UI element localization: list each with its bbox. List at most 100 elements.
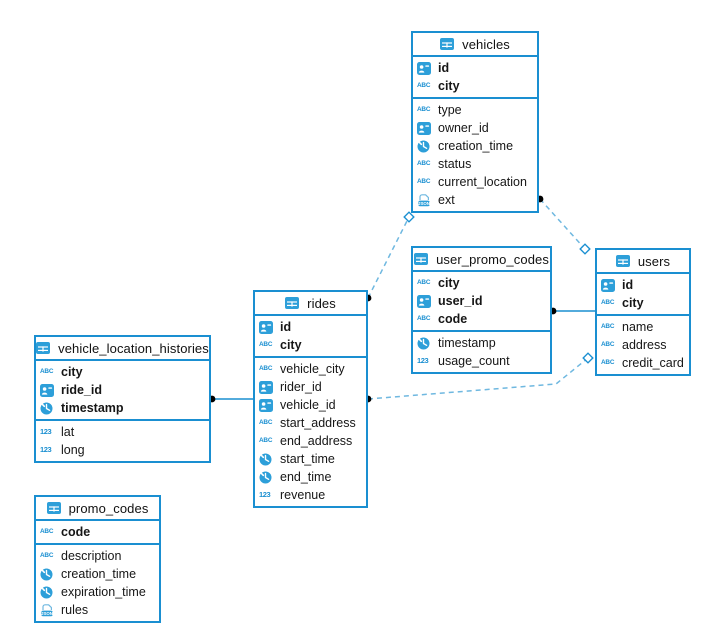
field-name: start_time — [280, 452, 335, 466]
field-name: status — [438, 157, 472, 171]
field-row-lat[interactable]: 123 lat — [36, 423, 209, 441]
table-icon — [440, 38, 457, 50]
relationship-vehicle_location_histories-rides[interactable] — [208, 395, 253, 403]
table-header[interactable]: rides — [255, 292, 366, 316]
field-row-expiration_time[interactable]: expiration_time — [36, 583, 159, 601]
text-type-icon: ABC — [417, 159, 431, 167]
table-icon — [615, 255, 633, 267]
er-table-user_promo_codes[interactable]: user_promo_codes ABC city user_id ABC co… — [411, 246, 552, 374]
er-table-users[interactable]: users id ABC city ABC name ABC address A… — [595, 248, 691, 376]
clock-type-icon — [259, 453, 272, 465]
field-row-current_location[interactable]: ABC current_location — [413, 173, 537, 191]
field-row-rules[interactable]: JSON rules — [36, 601, 159, 619]
relationship-rides-vehicles[interactable] — [364, 211, 415, 302]
field-row-id[interactable]: id — [597, 276, 689, 294]
number-type-icon: 123 — [417, 356, 429, 366]
field-row-creation_time[interactable]: creation_time — [36, 565, 159, 583]
id-badge-icon — [259, 380, 273, 394]
id-badge-icon — [259, 398, 273, 412]
table-header[interactable]: user_promo_codes — [413, 248, 550, 272]
text-type-icon: ABC — [417, 81, 434, 89]
field-row-user_id[interactable]: user_id — [413, 292, 550, 310]
field-row-revenue[interactable]: 123 revenue — [255, 486, 366, 504]
field-row-timestamp[interactable]: timestamp — [413, 334, 550, 352]
er-table-promo_codes[interactable]: promo_codes ABC code ABC description cre… — [34, 495, 161, 623]
number-type-icon: 123 — [40, 445, 52, 455]
field-name: code — [438, 312, 468, 326]
field-row-type[interactable]: ABC type — [413, 101, 537, 119]
text-type-icon: ABC — [601, 298, 618, 306]
text-type-icon: ABC — [417, 315, 434, 322]
id-badge-icon — [417, 294, 431, 308]
field-row-city[interactable]: ABC city — [255, 336, 366, 354]
clock-type-icon — [259, 471, 272, 483]
field-row-end_address[interactable]: ABC end_address — [255, 432, 366, 450]
table-header[interactable]: vehicles — [413, 33, 537, 57]
number-type-icon: 123 — [259, 491, 276, 499]
field-row-usage_count[interactable]: 123 usage_count — [413, 352, 550, 370]
fields-section: ABC type owner_id creation_time ABC stat… — [413, 97, 537, 211]
fields-section: timestamp 123 usage_count — [413, 330, 550, 372]
text-type-icon: ABC — [417, 81, 431, 89]
field-row-vehicle_city[interactable]: ABC vehicle_city — [255, 360, 366, 378]
one-end-diamond — [579, 243, 591, 255]
field-row-rider_id[interactable]: rider_id — [255, 378, 366, 396]
text-type-icon: ABC — [40, 552, 57, 559]
field-row-status[interactable]: ABC status — [413, 155, 537, 173]
number-type-icon: 123 — [259, 490, 271, 500]
field-row-code[interactable]: ABC code — [413, 310, 550, 328]
field-row-credit_card[interactable]: ABC credit_card — [597, 354, 689, 372]
field-row-long[interactable]: 123 long — [36, 441, 209, 459]
field-name: end_time — [280, 470, 332, 484]
relationship-rides-users[interactable] — [364, 352, 594, 403]
table-header[interactable]: users — [597, 250, 689, 274]
field-name: id — [438, 61, 450, 75]
field-row-creation_time[interactable]: creation_time — [413, 137, 537, 155]
field-row-ext[interactable]: JSON ext — [413, 191, 537, 209]
field-name: id — [280, 320, 292, 334]
table-icon — [414, 253, 431, 265]
field-row-address[interactable]: ABC address — [597, 336, 689, 354]
field-row-owner_id[interactable]: owner_id — [413, 119, 537, 137]
field-row-vehicle_id[interactable]: vehicle_id — [255, 396, 366, 414]
key-fields-section: ABC city user_id ABC code — [413, 272, 550, 330]
svg-text:JSON: JSON — [41, 611, 53, 616]
text-type-icon: ABC — [259, 340, 273, 348]
field-row-city[interactable]: ABC city — [36, 363, 209, 381]
table-name: user_promo_codes — [436, 251, 549, 267]
relationship-vehicles-users[interactable] — [536, 195, 591, 255]
relationship-user_promo_codes-users[interactable] — [549, 307, 595, 315]
table-header[interactable]: vehicle_location_histories — [36, 337, 209, 361]
table-header[interactable]: promo_codes — [36, 497, 159, 521]
field-row-city[interactable]: ABC city — [597, 294, 689, 312]
er-table-rides[interactable]: rides id ABC city ABC vehicle_city rider… — [253, 290, 368, 508]
field-name: start_address — [280, 416, 356, 430]
id-badge-icon — [259, 398, 276, 412]
field-row-id[interactable]: id — [255, 318, 366, 336]
table-icon — [46, 502, 64, 514]
field-name: city — [438, 79, 460, 93]
clock-type-icon — [417, 337, 434, 350]
field-row-start_address[interactable]: ABC start_address — [255, 414, 366, 432]
field-row-city[interactable]: ABC city — [413, 77, 537, 95]
field-row-code[interactable]: ABC code — [36, 523, 159, 541]
field-row-description[interactable]: ABC description — [36, 547, 159, 565]
number-type-icon: 123 — [40, 428, 57, 436]
field-name: timestamp — [438, 336, 496, 350]
er-table-vehicle_location_histories[interactable]: vehicle_location_histories ABC city ride… — [34, 335, 211, 463]
field-row-id[interactable]: id — [413, 59, 537, 77]
field-row-end_time[interactable]: end_time — [255, 468, 366, 486]
field-row-city[interactable]: ABC city — [413, 274, 550, 292]
table-icon — [46, 502, 61, 514]
field-row-name[interactable]: ABC name — [597, 318, 689, 336]
field-name: user_id — [438, 294, 483, 308]
er-table-vehicles[interactable]: vehicles id ABC city ABC type owner_id c… — [411, 31, 539, 213]
field-name: credit_card — [622, 356, 684, 370]
id-badge-icon — [417, 294, 434, 308]
field-row-start_time[interactable]: start_time — [255, 450, 366, 468]
field-row-ride_id[interactable]: ride_id — [36, 381, 209, 399]
text-type-icon: ABC — [601, 298, 615, 306]
field-row-timestamp[interactable]: timestamp — [36, 399, 209, 417]
json-type-icon: JSON — [41, 604, 53, 617]
text-type-icon: ABC — [601, 358, 615, 366]
